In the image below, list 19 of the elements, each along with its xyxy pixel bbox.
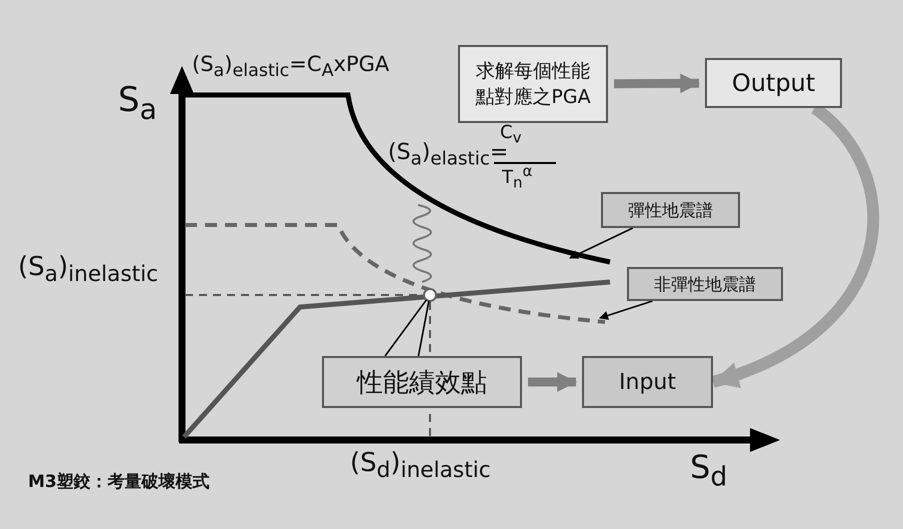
legend-box: 非彈性地震譜 — [627, 267, 783, 301]
arrow — [614, 73, 700, 94]
leader-line — [384, 299, 428, 356]
step-box: 求解每個性能點對應之PGA — [458, 45, 608, 123]
arrow — [569, 227, 634, 259]
performance-point — [423, 288, 437, 302]
axis-label: S$_{a}$ — [118, 80, 157, 126]
output-box: Output — [705, 58, 842, 108]
callout-box: 性能績效點 — [322, 356, 522, 408]
leader-line — [418, 300, 430, 356]
caption: M3塑鉸：考量破壞模式 — [28, 471, 210, 493]
legend-box: 彈性地震譜 — [601, 192, 740, 228]
formula: (S$_{a}$)$_{elastic}$=C$_{A}$xPGA — [192, 52, 390, 82]
axis-label: S$_{d}$ — [690, 448, 728, 492]
arrow — [599, 300, 653, 320]
input-box: Input — [582, 356, 713, 408]
arrow — [528, 372, 577, 392]
axis-value-label: (S$_{a}$)$_{inelastic}$ — [18, 252, 158, 288]
axis-value-label: (S$_{d}$)$_{inelastic}$ — [350, 448, 491, 484]
